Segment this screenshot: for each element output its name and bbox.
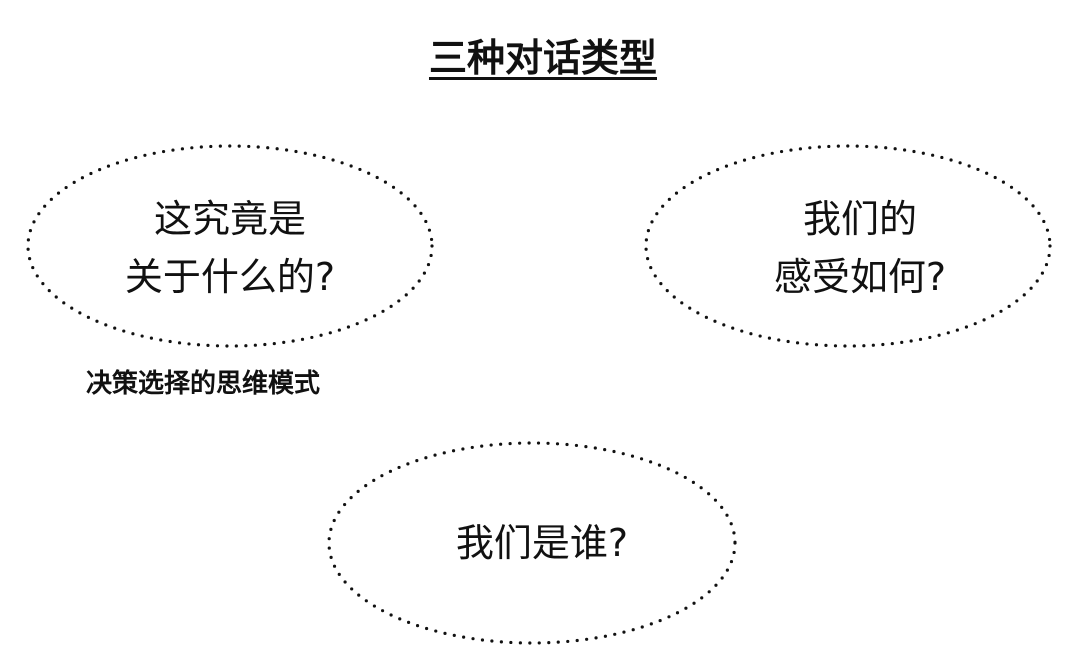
bubble-feelings-text: 我们的 感受如何? bbox=[700, 190, 1020, 306]
bubble-what-happened-text: 这究竟是 关于什么的? bbox=[70, 190, 390, 306]
ellipse-identity bbox=[327, 441, 737, 645]
bubble-what-happened-line-1: 这究竟是 bbox=[153, 197, 306, 241]
bubble-feelings-line-2: 感受如何? bbox=[773, 255, 947, 299]
bubble-identity-line-1: 我们是谁? bbox=[455, 521, 629, 565]
diagram-title-text: 三种对话类型 bbox=[428, 36, 657, 80]
ellipse-feelings bbox=[644, 144, 1052, 348]
ellipse-what-happened bbox=[26, 144, 434, 348]
annotation-decision-mindset: 决策选择的思维模式 bbox=[86, 369, 321, 399]
bubble-what-happened-line-2: 关于什么的? bbox=[124, 255, 336, 299]
bubble-feelings-line-1: 我们的 bbox=[802, 197, 917, 241]
diagram-title: 三种对话类型 bbox=[0, 30, 1086, 86]
bubble-identity-text: 我们是谁? bbox=[382, 514, 702, 572]
